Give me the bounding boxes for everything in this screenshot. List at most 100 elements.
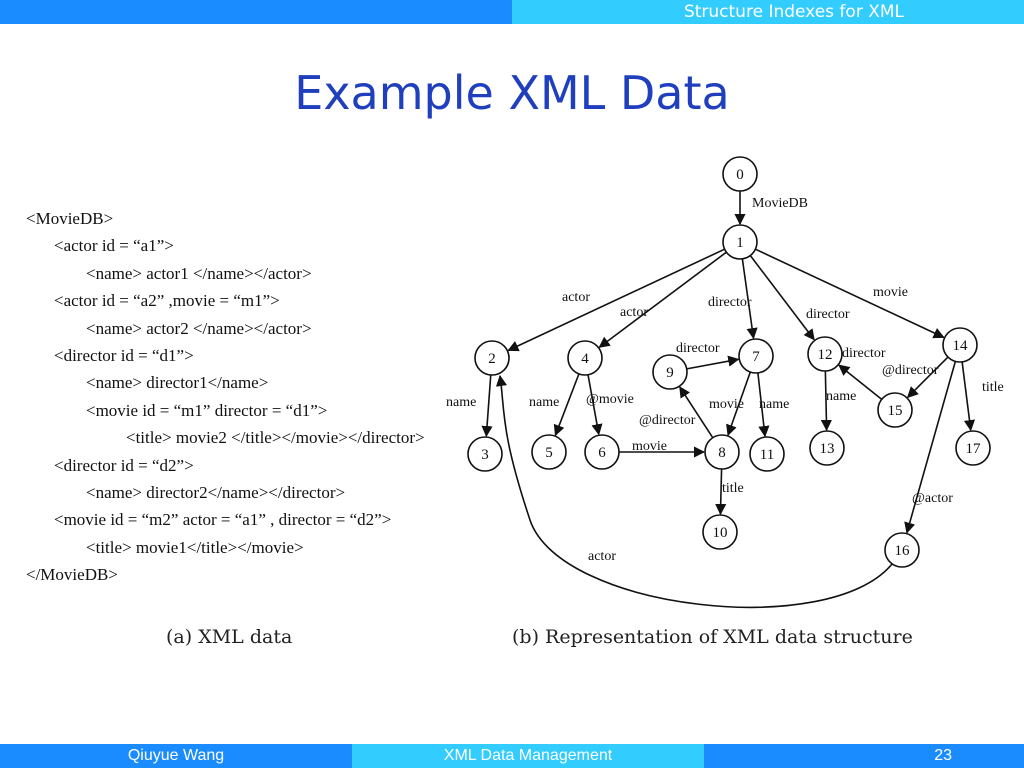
node-circle — [722, 224, 758, 260]
node-label: 3 — [481, 447, 489, 463]
xml-line: <director id = “d1”> — [54, 346, 194, 365]
footer-author-box: Qiuyue Wang — [0, 744, 352, 768]
header-text: Structure Indexes for XML — [683, 2, 904, 22]
edge-label: @director — [882, 363, 939, 378]
edge-1-2 — [507, 248, 725, 352]
xml-line: <MovieDB> — [26, 209, 114, 228]
edge-16-2 — [495, 374, 893, 609]
xml-line: <name> director1</name> — [86, 373, 269, 393]
node-label: 17 — [966, 441, 982, 457]
edge-8-10 — [715, 468, 727, 516]
xml-line: <movie id = “m2” actor = “a1” , director… — [54, 510, 392, 530]
footer-author: Qiuyue Wang — [127, 747, 225, 764]
xml-code-listing: <MovieDB> <actor id = “a1”> <name> actor1 … — [26, 208, 436, 598]
node-label: 2 — [488, 351, 496, 367]
node-label: 10 — [713, 525, 728, 541]
edge-15-12 — [838, 364, 883, 401]
node-label: 7 — [752, 349, 760, 365]
node-circle — [722, 156, 758, 192]
node-circle — [942, 327, 978, 363]
edge-label: actor — [588, 549, 616, 564]
graph-node-10: 10 — [702, 514, 738, 550]
node-circle — [652, 354, 688, 390]
edge-label: name — [759, 397, 789, 412]
graph-node-12: 12 — [807, 336, 843, 372]
node-circle — [955, 430, 991, 466]
xml-line: <title> movie1</title></movie> — [86, 537, 304, 557]
edge-1-14 — [755, 248, 945, 339]
edge-label: name — [529, 395, 559, 410]
graph-node-14: 14 — [942, 327, 978, 363]
edge-label: movie — [709, 397, 744, 412]
xml-line: <name> director2</name></director> — [86, 483, 346, 502]
xml-line: <name> actor1 </name></actor> — [86, 263, 312, 283]
edge-label: @movie — [586, 392, 634, 407]
edge-label: name — [826, 389, 856, 404]
node-label: 13 — [820, 441, 835, 457]
footer-bar: Qiuyue Wang XML Data Management 23 — [0, 744, 1024, 768]
graph-node-13: 13 — [809, 430, 845, 466]
graph-node-17: 17 — [955, 430, 991, 466]
header-bar: Structure Indexes for XML — [0, 0, 1024, 24]
xml-line: <name> actor2 </name></actor> — [86, 318, 312, 338]
node-circle — [567, 340, 603, 376]
node-circle — [531, 434, 567, 470]
page-number: 23 — [934, 747, 952, 764]
xml-line: </MovieDB> — [26, 565, 118, 585]
xml-line: <director id = “d2”> — [54, 455, 194, 475]
node-label: 16 — [895, 543, 911, 559]
caption-representation: (b) Representation of XML data structure — [512, 626, 913, 648]
xml-line: <actor id = “a1”> — [54, 236, 174, 256]
graph-node-6: 6 — [584, 434, 620, 470]
edge-7-11 — [757, 372, 770, 438]
graph-node-1: 1 — [722, 224, 758, 260]
xml-line: <actor id = “a2” ,movie = “m1”> — [54, 291, 280, 311]
edge-label: director — [676, 341, 720, 356]
edge-label: MovieDB — [752, 196, 808, 211]
node-circle — [738, 338, 774, 374]
node-label: 5 — [545, 445, 553, 461]
edge-12-13 — [820, 370, 833, 432]
node-label: 1 — [736, 235, 744, 251]
slide-title: Example XML Data — [294, 66, 730, 120]
edge-4-6 — [587, 374, 603, 436]
edge-1-7 — [741, 258, 758, 340]
node-circle — [807, 336, 843, 372]
node-label: 0 — [736, 167, 744, 183]
edge-label: @director — [639, 413, 696, 428]
edge-1-4 — [598, 251, 727, 348]
graph-node-16: 16 — [884, 532, 920, 568]
edge-14-17 — [961, 361, 976, 432]
graph-node-15: 15 — [877, 392, 913, 428]
graph-node-3: 3 — [467, 436, 503, 472]
header-bar-left — [0, 0, 512, 24]
node-circle — [584, 434, 620, 470]
node-circle — [877, 392, 913, 428]
xml-line: <title> movie2 </title></movie></directo… — [126, 428, 425, 448]
edge-8-9 — [679, 386, 714, 439]
node-circle — [702, 514, 738, 550]
edge-label: director — [842, 346, 886, 361]
header-bar-right — [512, 0, 1024, 24]
node-circle — [809, 430, 845, 466]
edge-9-7 — [686, 355, 740, 370]
edge-label: @actor — [912, 491, 953, 506]
graph-node-4: 4 — [567, 340, 603, 376]
graph-node-0: 0 — [722, 156, 758, 192]
edge-label: actor — [562, 290, 590, 305]
caption-xml-data: (a) XML data — [166, 626, 293, 648]
node-circle — [474, 340, 510, 376]
node-circle — [704, 434, 740, 470]
node-circle — [749, 436, 785, 472]
edge-14-16 — [904, 361, 957, 534]
footer-course: XML Data Management — [443, 747, 613, 764]
node-circle — [467, 436, 503, 472]
edge-1-12 — [749, 255, 815, 341]
graph-node-9: 9 — [652, 354, 688, 390]
xml-line: <movie id = “m1” director = “d1”> — [86, 400, 328, 420]
edge-14-15 — [906, 356, 949, 399]
node-label: 9 — [666, 365, 674, 381]
edge-label: director — [806, 307, 850, 322]
footer-page-box: 23 — [704, 744, 1024, 768]
node-label: 4 — [581, 351, 589, 367]
